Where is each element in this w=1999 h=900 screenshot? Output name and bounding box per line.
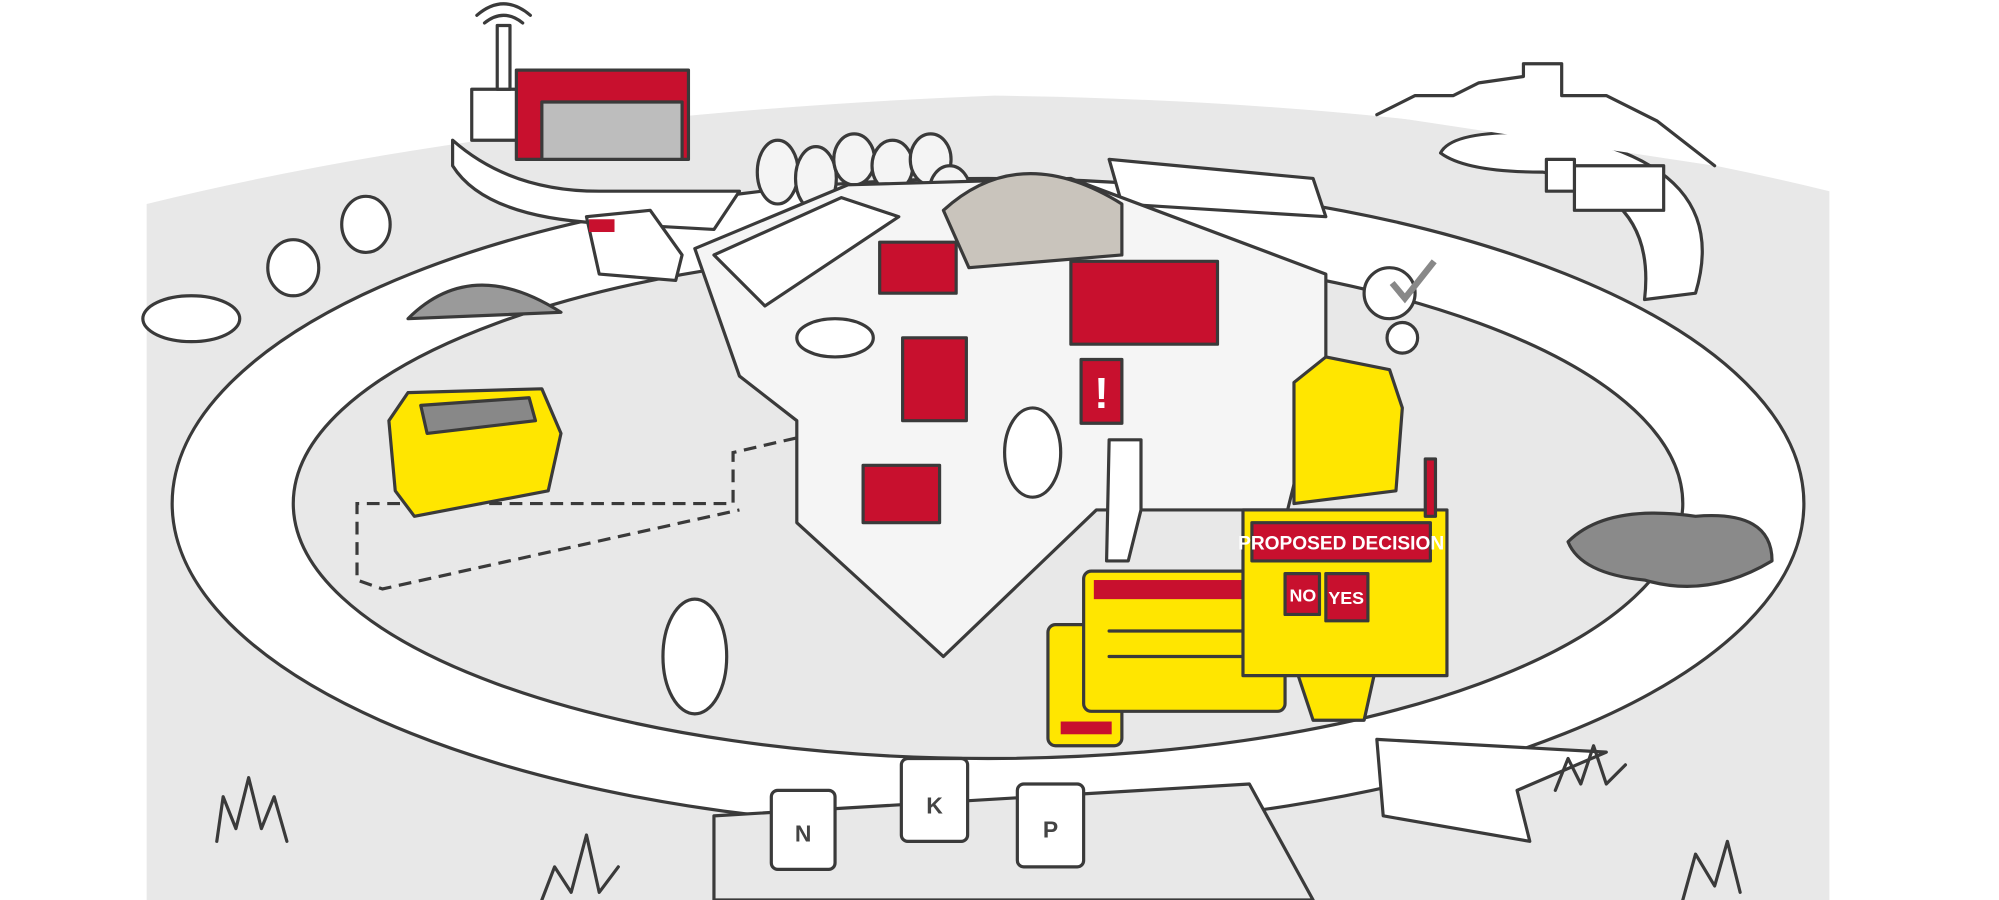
barn: ! [693, 172, 1328, 659]
can-label: P [1043, 817, 1058, 843]
nutrient-can-p: P [1015, 782, 1086, 869]
feed-mixer [901, 336, 968, 423]
biogas-tanks [1069, 259, 1220, 346]
antenna-signal-icon [475, 2, 532, 25]
cow [795, 317, 875, 359]
yes-label: YES [1328, 588, 1364, 608]
dashed-route [355, 431, 817, 591]
decision-title: PROPOSED DECISION [1238, 533, 1444, 554]
manure-heap [1566, 511, 1774, 588]
nutrient-can-k: K [899, 756, 970, 843]
can-label: K [926, 792, 943, 818]
city-skyline [1375, 62, 1717, 168]
tablet [1082, 569, 1287, 713]
storage-canister [1292, 355, 1404, 506]
can-label: N [795, 820, 812, 846]
grass-tufts [215, 744, 1742, 900]
cows [141, 294, 1143, 716]
factory [470, 2, 691, 161]
decision-monitor: PROPOSED DECISION NO YES [1238, 457, 1449, 722]
check-icon [1389, 259, 1437, 304]
alert-icon: ! [1094, 370, 1108, 418]
arrow-head-top [1107, 157, 1328, 219]
truck [1544, 157, 1666, 212]
van [584, 208, 684, 283]
solar-panels [712, 195, 901, 308]
nutrient-can-n: N [769, 788, 837, 871]
farmer [1104, 438, 1143, 563]
cow [141, 294, 242, 344]
yes-button[interactable]: YES [1324, 572, 1370, 623]
antenna [1423, 457, 1438, 518]
barn-cleaning-robot [861, 463, 942, 525]
manure-storage-dome [941, 172, 1124, 270]
alert-sign: ! [1079, 357, 1124, 425]
arrow-head-bottom [1375, 737, 1608, 843]
cow [661, 597, 729, 716]
hay-pile [406, 283, 563, 321]
emission-cloud [1362, 259, 1437, 355]
cow [1003, 406, 1063, 499]
feeding-robot [878, 240, 958, 295]
no-button[interactable]: NO [1283, 572, 1322, 617]
autonomous-feed-wagon [387, 387, 563, 518]
no-label: NO [1290, 586, 1317, 606]
